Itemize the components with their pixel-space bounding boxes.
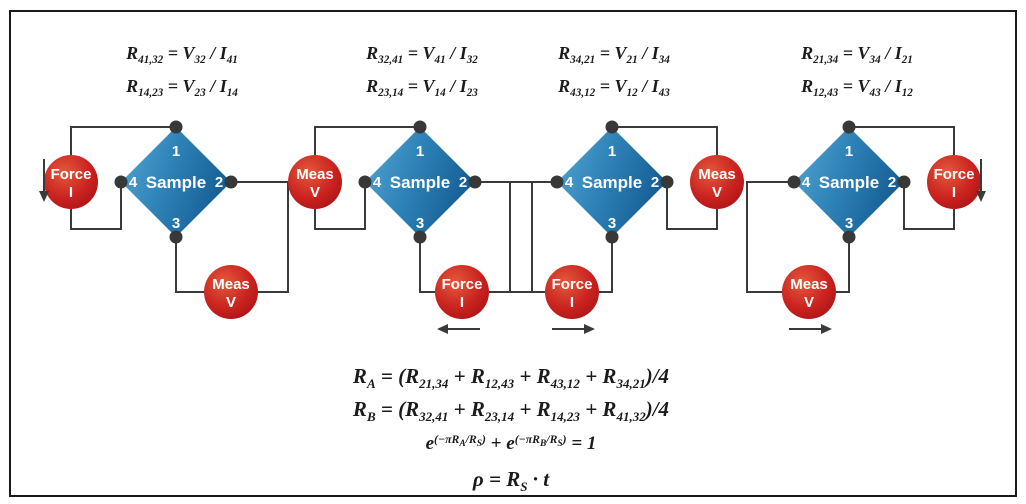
panel2-circuit: 1 2 3 4 Sample Meas V Force I [288,120,533,334]
meas-unit: V [712,184,722,201]
force-circle [435,265,489,319]
terminal-dots [358,120,482,244]
meas-circle [690,155,744,209]
equation-ra: RA = (R21,34 + R12,43 + R43,12 + R34,21)… [352,364,670,391]
sample-diamond [557,127,667,237]
meas-label: Meas [698,166,736,183]
figure-frame: R41,32 = V32 / I41 R14,23 = V23 / I14 R3… [9,10,1017,497]
equation: R23,14 = V14 / I23 [366,76,478,100]
current-direction-arrow [39,159,49,202]
panel4-circuit: 1 2 3 4 Sample Force I Meas V [746,120,986,334]
equation: R14,23 = V23 / I14 [126,76,238,100]
sample-label: Sample [390,173,450,192]
sample-label: Sample [582,173,642,192]
force-circle [545,265,599,319]
force-circle [44,155,98,209]
force-label: Force [552,276,593,293]
current-direction-arrow [789,324,832,334]
force-unit: I [460,294,464,311]
terminal-1-label: 1 [416,143,424,160]
wires [509,126,718,293]
equation: R34,21 = V21 / I34 [558,43,670,67]
sample-diamond [794,127,904,237]
wires [70,126,289,293]
terminal-2-label: 2 [215,174,223,191]
terminal-4-label: 4 [129,174,138,191]
equation-rho: ρ = RS · t [472,467,550,494]
current-direction-arrow [437,324,480,334]
terminal-3-label: 3 [608,215,616,232]
equation-vdp: e(−πRA/RS) + e(−πRB/RS) = 1 [425,433,597,454]
sample-label: Sample [819,173,879,192]
terminal-dots [114,120,238,244]
equation: R41,32 = V32 / I41 [126,43,238,67]
terminal-1-label: 1 [172,143,180,160]
meas-circle [204,265,258,319]
terminal-2-label: 2 [651,174,659,191]
terminal-1-label: 1 [845,143,853,160]
terminal-1-label: 1 [608,143,616,160]
equation: R43,12 = V12 / I43 [558,76,670,100]
equation: R32,41 = V41 / I32 [366,43,478,67]
terminal-3-label: 3 [845,215,853,232]
sample-label: Sample [146,173,206,192]
force-unit: I [570,294,574,311]
meas-label: Meas [212,276,250,293]
terminal-3-label: 3 [172,215,180,232]
terminal-2-label: 2 [888,174,896,191]
meas-unit: V [226,294,236,311]
panel3-circuit: 1 2 3 4 Sample Meas V Force I [509,120,744,334]
equation-rb: RB = (R32,41 + R23,14 + R14,23 + R41,32)… [352,397,670,424]
terminal-4-label: 4 [565,174,574,191]
panel4-equations: R21,34 = V34 / I21 R12,43 = V43 / I12 [727,38,987,104]
sample-diamond [121,127,231,237]
terminal-4-label: 4 [802,174,811,191]
panel2-equations: R32,41 = V41 / I32 R23,14 = V14 / I23 [292,38,552,104]
panel1-equations: R41,32 = V32 / I41 R14,23 = V23 / I14 [52,38,312,104]
meas-circle [782,265,836,319]
terminal-dots [787,120,911,244]
current-direction-arrow [552,324,595,334]
terminal-3-label: 3 [416,215,424,232]
wires [746,126,955,293]
current-direction-arrow [976,159,986,202]
meas-label: Meas [296,166,334,183]
equation: R21,34 = V34 / I21 [801,43,913,67]
force-circle [927,155,981,209]
force-label: Force [51,166,92,183]
summary-equations: RA = (R21,34 + R12,43 + R43,12 + R34,21)… [11,361,1011,497]
panel3-equations: R34,21 = V21 / I34 R43,12 = V12 / I43 [484,38,744,104]
terminal-2-label: 2 [459,174,467,191]
equation: R12,43 = V43 / I12 [801,76,913,100]
force-unit: I [69,184,73,201]
force-label: Force [442,276,483,293]
panel1-circuit: 1 2 3 4 Sample Force I Meas V [39,120,289,319]
meas-unit: V [804,294,814,311]
force-label: Force [934,166,975,183]
sample-diamond [365,127,475,237]
meas-label: Meas [790,276,828,293]
meas-circle [288,155,342,209]
terminal-4-label: 4 [373,174,382,191]
terminal-dots [550,120,674,244]
meas-unit: V [310,184,320,201]
force-unit: I [952,184,956,201]
